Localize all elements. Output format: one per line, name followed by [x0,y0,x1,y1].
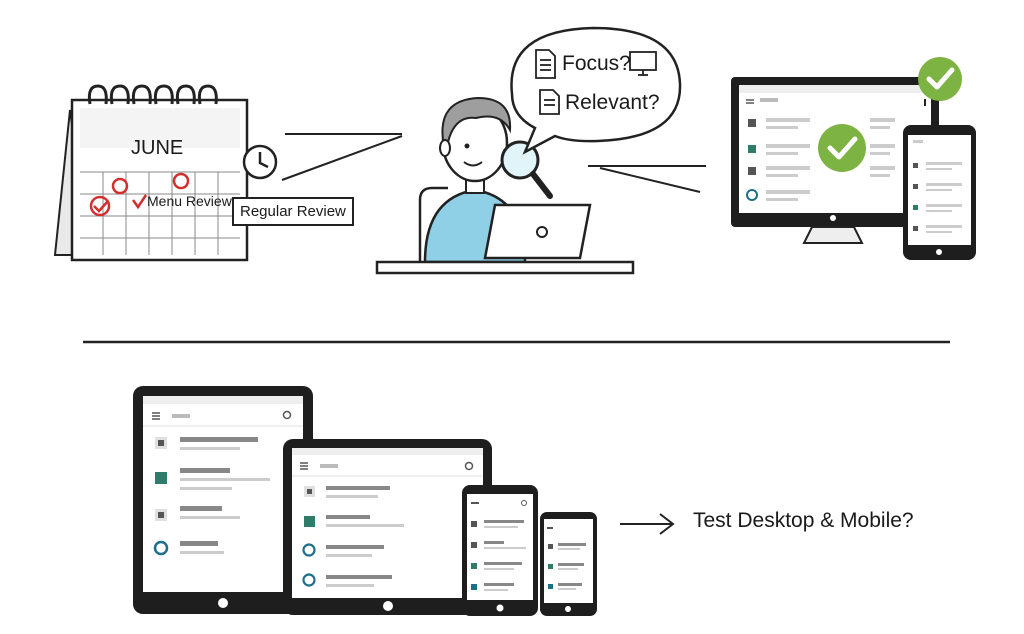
regular-review-label: Regular Review [232,197,354,226]
speech-bubble [510,26,682,155]
document-icon [535,49,556,79]
arrow-right-icon [620,513,675,535]
connector-lines-right [588,165,706,193]
red-check-icon [131,194,148,210]
clock-icon [242,144,278,180]
calendar-month: JUNE [131,137,184,159]
calendar-note: Menu Review [147,193,232,209]
document-icon [539,89,560,115]
monitor-icon [629,51,657,76]
phone-large [462,485,538,616]
bubble-relevant: Relevant? [565,91,660,114]
red-circle-mark [172,172,190,190]
calendar-rings [87,84,218,105]
bubble-focus: Focus? [562,52,631,75]
desk [375,260,635,275]
red-check-icon [93,200,109,213]
phone-small [540,512,597,616]
phone-device [903,125,976,260]
check-circle-icon [818,124,866,172]
calendar-grid [80,171,240,255]
connector-lines-left [281,133,403,181]
tablet-medium [283,439,492,615]
red-circle-check [89,195,111,217]
laptop-icon [483,203,592,260]
check-circle-icon [918,57,962,101]
calendar [53,84,249,262]
red-circle-mark [111,177,129,195]
bottom-caption: Test Desktop & Mobile? [693,509,914,532]
tablet-large [133,386,313,614]
person-illustration [375,96,635,275]
